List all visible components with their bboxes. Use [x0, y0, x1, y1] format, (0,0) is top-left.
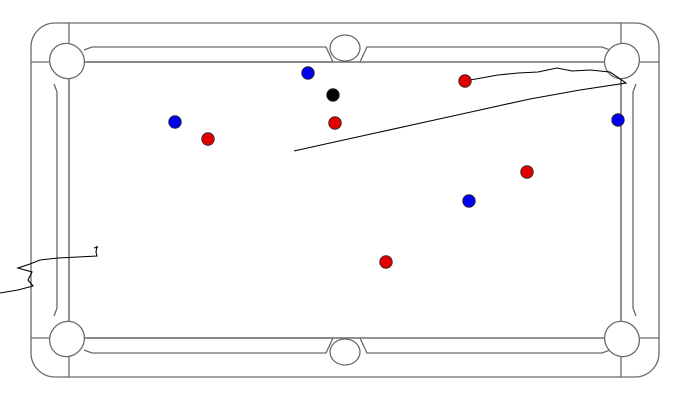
red-ball[interactable]	[458, 74, 472, 88]
balls	[168, 66, 625, 269]
pocket-top-middle	[329, 34, 361, 62]
cushion-bottom-left	[76, 337, 335, 354]
red-ball[interactable]	[201, 132, 215, 146]
sketch-stroke	[0, 245, 98, 294]
blue-ball[interactable]	[462, 194, 476, 208]
sketch-stroke	[293, 67, 628, 152]
pocket-bottom-left	[48, 320, 86, 358]
sketch-stroke	[93, 246, 99, 249]
black-ball[interactable]	[326, 88, 340, 102]
table-cloth	[68, 61, 622, 339]
cushion-top-right	[359, 46, 615, 63]
pockets	[48, 34, 641, 366]
table-outer-rail	[30, 22, 660, 378]
cushion-left	[53, 83, 58, 317]
pocket-bottom-right	[603, 320, 641, 358]
pocket-top-left	[48, 42, 86, 80]
sketch-strokes	[0, 67, 628, 294]
blue-ball[interactable]	[168, 115, 182, 129]
red-ball[interactable]	[520, 165, 534, 179]
blue-ball[interactable]	[301, 66, 315, 80]
red-ball[interactable]	[379, 255, 393, 269]
cushion-right	[632, 83, 637, 317]
blue-ball[interactable]	[611, 113, 625, 127]
cushion-top-left	[76, 46, 335, 63]
pool-table	[30, 22, 660, 378]
pocket-bottom-middle	[329, 338, 361, 366]
red-ball[interactable]	[328, 116, 342, 130]
cushion-bottom-right	[359, 337, 615, 354]
pocket-top-right	[603, 42, 641, 80]
